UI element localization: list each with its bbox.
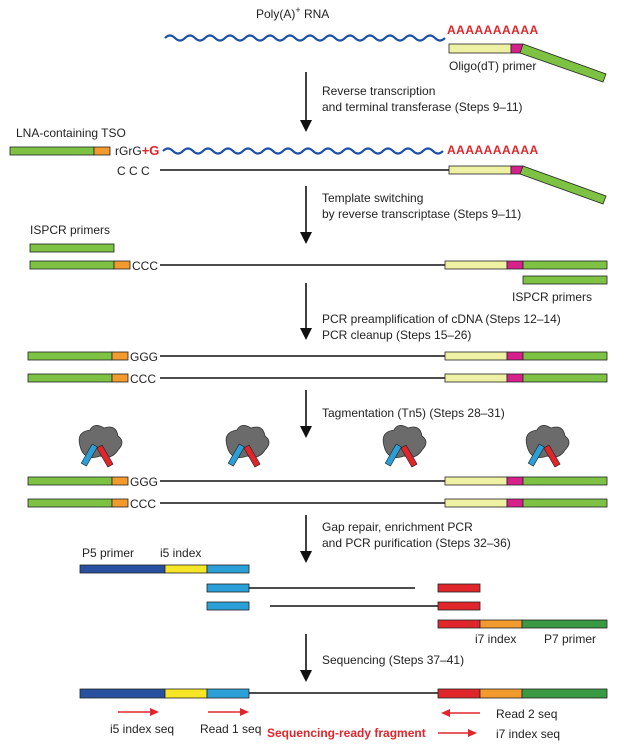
mrna-strand-2 [162,147,444,155]
polya-tail: AAAAAAAAAA [447,23,539,37]
fragment-strand-1 [206,583,481,593]
step3-line1: PCR preamplification of cDNA (Steps 12–1… [322,312,561,326]
p5-i5-adapter [79,564,250,574]
ispcr-primer-top [29,243,115,253]
step-arrow-1 [300,72,312,132]
ggg-row5: GGG [130,475,158,489]
ispcr-label-bottom: ISPCR primers [512,290,592,304]
pcr-product-bottom [27,373,608,383]
i5-seq-arrow [118,708,159,716]
ccc-spaced: C C C [117,164,150,178]
i5-label: i5 index [160,546,201,560]
step-arrow-5 [300,515,312,563]
tagmented-top [27,476,608,486]
tn5-icon-3 [382,425,427,468]
step4-label: Tagmentation (Tn5) (Steps 28–31) [322,406,505,420]
oligo-label: Oligo(dT) primer [449,59,536,73]
final-fragment [79,688,608,699]
i7-seq-label: i7 index seq [496,727,560,741]
step2-line2: by reverse transcriptase (Steps 9–11) [322,207,521,221]
step1-line2: and terminal transferase (Steps 9–11) [322,100,523,114]
ready-fragment-label: Sequencing-ready fragment [267,726,426,740]
ccc-row3: CCC [132,259,158,273]
i7-seq-arrow [438,729,477,737]
ccc-row4: CCC [130,372,156,386]
pcr-product-top [27,351,608,361]
mrna-strand [164,34,446,42]
ccc-row5: CCC [130,497,156,511]
tn5-icon-1 [78,425,123,468]
i7-label: i7 index [475,632,516,646]
p7-label: P7 primer [544,632,596,646]
step-arrow-3 [300,283,312,340]
step-arrow-2 [300,186,312,244]
step6-label: Sequencing (Steps 37–41) [322,653,464,667]
polya-label: Poly(A)+ RNA [256,5,329,21]
oligo-dt-primer [448,43,607,83]
read1-label: Read 1 seq [200,722,261,736]
step5-line2: and PCR purification (Steps 32–36) [322,536,511,550]
step-arrow-4 [300,390,312,438]
ggg-row4: GGG [130,350,158,364]
read2-label: Read 2 seq [496,707,557,721]
read1-arrow [208,708,249,716]
cdna-row3 [29,260,608,270]
p5-label: P5 primer [82,546,134,560]
oligo-dt-cdna [448,165,607,205]
polya-tail-2: AAAAAAAAAA [447,143,539,157]
read2-arrow [441,709,480,717]
i7-p7-adapter [437,619,608,629]
fragment-strand-2 [206,601,481,611]
step3-line2: PCR cleanup (Steps 15–26) [322,328,471,342]
tso-oligo [9,146,111,156]
step1-line1: Reverse transcription [322,84,435,98]
tn5-icon-4 [525,425,570,468]
step2-line1: Template switching [322,191,423,205]
tso-rg-label: rGrG+G [115,143,159,158]
step5-line1: Gap repair, enrichment PCR [322,520,473,534]
ispcr-primer-bottom [522,275,608,285]
i5-seq-label: i5 index seq [110,722,174,736]
ispcr-label-top: ISPCR primers [30,223,110,237]
tagmented-bottom [27,498,608,508]
step-arrow-6 [300,634,312,682]
tn5-icon-2 [225,425,270,468]
tso-label: LNA-containing TSO [16,126,126,140]
